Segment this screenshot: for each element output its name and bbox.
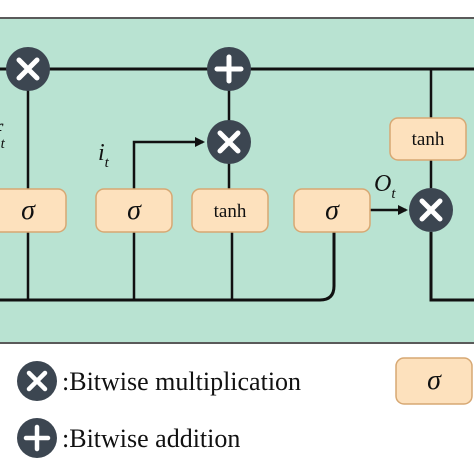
multiply-icon xyxy=(207,120,251,164)
legend-sigma-symbol: σ xyxy=(427,365,442,396)
legend-addition-text: :Bitwise addition xyxy=(62,424,240,453)
legend: :Bitwise multiplication :Bitwise additio… xyxy=(17,357,473,458)
cell-tanh-box: tanh xyxy=(389,117,467,161)
cell-tanh-label: tanh xyxy=(412,129,445,150)
candidate-tanh-box: tanh xyxy=(191,188,269,233)
input-gate-symbol: σ xyxy=(127,195,142,226)
input-gate-label: it xyxy=(98,140,110,171)
input-bus-line xyxy=(0,230,336,302)
forget-gate-symbol: σ xyxy=(21,195,36,226)
legend-sigma-box: σ xyxy=(395,357,473,405)
multiply-icon xyxy=(409,188,453,232)
input-gate-box: σ xyxy=(95,188,173,233)
legend-multiplication-text: :Bitwise multiplication xyxy=(62,367,301,396)
candidate-tanh-label: tanh xyxy=(214,201,247,222)
output-gate-symbol: σ xyxy=(325,195,340,226)
input-gate-arrow xyxy=(132,137,205,190)
forget-gate-box: σ xyxy=(0,188,67,233)
output-gate-box: σ xyxy=(293,188,371,233)
output-gate-label: Ot xyxy=(374,171,396,202)
legend-plus-icon xyxy=(17,418,57,458)
legend-multiply-icon xyxy=(17,361,57,401)
multiply-icon xyxy=(6,47,50,91)
hidden-output-line xyxy=(429,232,474,302)
plus-icon xyxy=(207,47,251,91)
